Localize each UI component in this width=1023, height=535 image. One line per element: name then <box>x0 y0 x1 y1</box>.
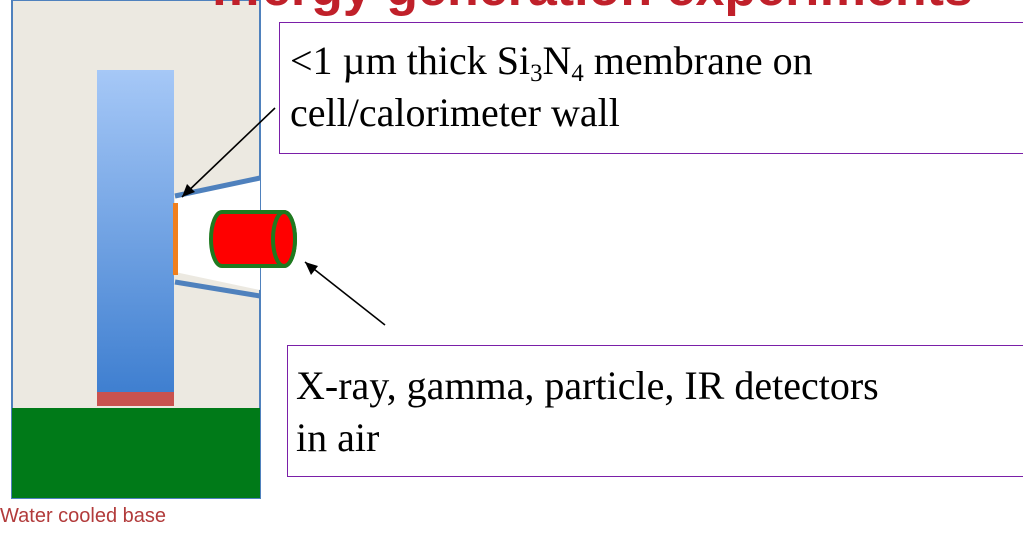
electrode-tip <box>97 392 174 406</box>
membrane-pointer-line <box>181 107 276 198</box>
detector-face <box>271 210 297 268</box>
membrane-callout-line1: <1 µm thick Si3N4 membrane on <box>290 35 1023 87</box>
base-caption: Water cooled base <box>0 505 167 527</box>
membrane-callout: <1 µm thick Si3N4 membrane on cell/calor… <box>279 22 1023 154</box>
detector-pointer-line <box>304 261 386 326</box>
membrane-label-nitrogen: N <box>542 38 572 83</box>
membrane-label-subscript-si: 3 <box>530 59 543 87</box>
membrane-label-prefix: <1 µm thick Si <box>290 38 531 83</box>
membrane-pointer-arrowhead <box>182 184 195 197</box>
membrane-label-subscript-n: 4 <box>571 59 584 87</box>
detector-pointer-arrowhead <box>305 262 318 275</box>
si3n4-membrane <box>173 203 178 275</box>
port-lower-wall <box>174 279 261 299</box>
membrane-label-suffix: membrane on <box>583 38 813 83</box>
detector-callout-line2: in air <box>296 415 380 460</box>
electrode <box>97 70 174 392</box>
membrane-callout-line2: cell/calorimeter wall <box>290 90 620 135</box>
detector-callout: X-ray, gamma, particle, IR detectors in … <box>287 345 1023 477</box>
slide-title-fragment: …ergy generation experiments <box>210 0 973 18</box>
detector-callout-line1: X-ray, gamma, particle, IR detectors <box>296 363 879 408</box>
water-cooled-base <box>12 408 260 498</box>
